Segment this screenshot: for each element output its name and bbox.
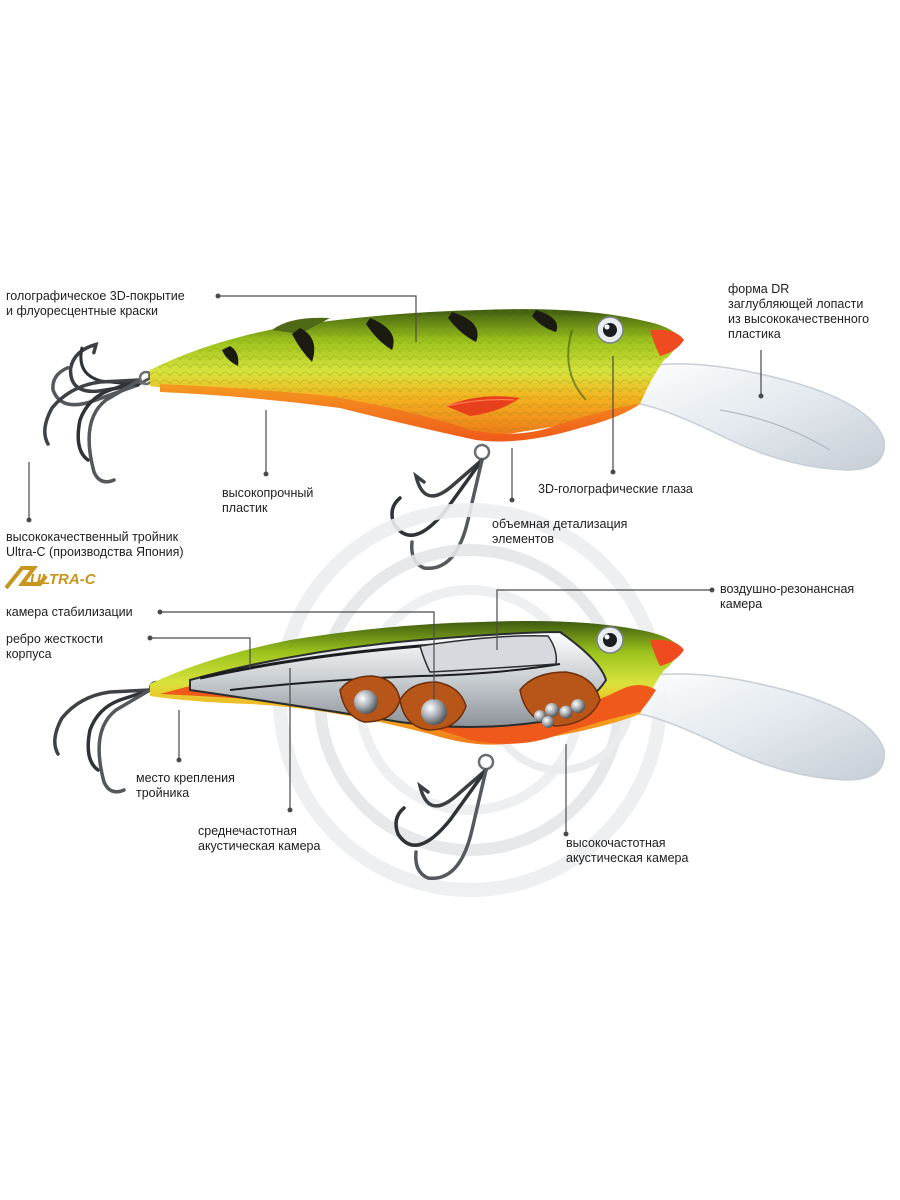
ultra-c-logo-text: ULTRA-C bbox=[30, 571, 97, 588]
dr-diving-lip bbox=[624, 363, 886, 471]
rattle-balls bbox=[354, 690, 585, 728]
label-holographic-eyes: 3D-голографические глаза bbox=[538, 482, 693, 496]
lure-cutaway bbox=[53, 621, 886, 880]
leader-lines bbox=[28, 295, 762, 834]
lure-exterior bbox=[39, 309, 886, 570]
perch-stripes bbox=[222, 310, 558, 366]
label-stabilization-chamber: камера стабилизации bbox=[6, 605, 133, 619]
ultra-c-logo: ULTRA-C bbox=[4, 566, 97, 590]
holographic-eye bbox=[596, 316, 624, 344]
tail-treble-hook bbox=[39, 319, 163, 430]
